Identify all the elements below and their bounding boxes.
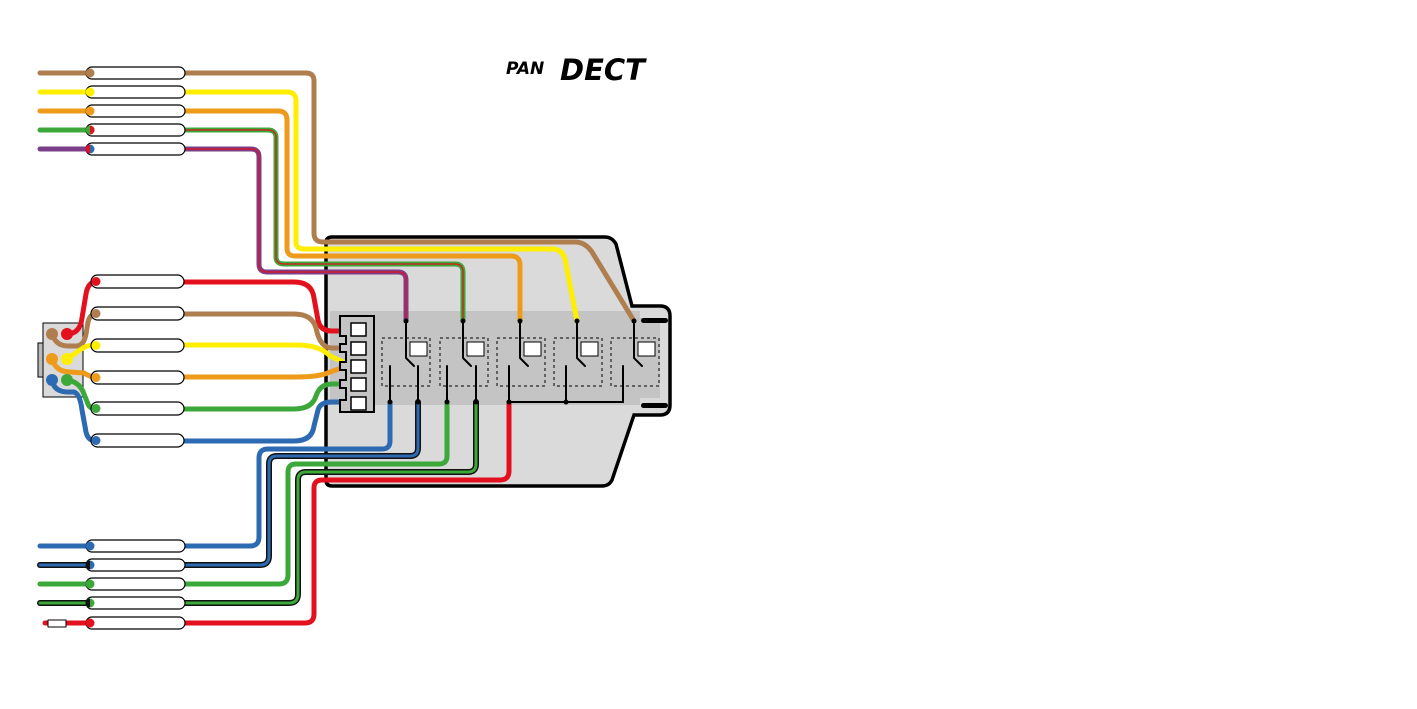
- label-brown-top: [86, 67, 186, 79]
- connector-wires: [52, 282, 348, 441]
- label-green-connector: [91, 402, 184, 415]
- label-red-connector: [91, 275, 184, 288]
- fuse: [48, 620, 66, 627]
- label-blue-connector: [91, 434, 184, 447]
- label-brown-connector: [91, 307, 184, 320]
- label-blue-bottom: [86, 540, 186, 552]
- label-yellow-connector: [91, 339, 184, 352]
- label-red-bottom: [86, 617, 186, 629]
- pandect-logo: PAN DECT: [506, 53, 647, 87]
- top-wire-labels: [86, 67, 186, 155]
- logo-text-pan: PAN: [506, 59, 544, 79]
- module-input-connector: [340, 316, 374, 412]
- label-green-red-top: [86, 124, 186, 136]
- bottom-wire-labels: [86, 540, 186, 629]
- label-blue-black-bottom: [86, 559, 186, 571]
- label-green-black-bottom: [86, 597, 186, 609]
- label-orange-top: [86, 105, 186, 117]
- label-yellow-top: [86, 86, 186, 98]
- label-green-bottom: [86, 578, 186, 590]
- logo-text-dect: DECT: [560, 53, 647, 87]
- label-orange-connector: [91, 371, 184, 384]
- label-violet-red-top: [86, 143, 186, 155]
- connector-wire-labels: [91, 275, 184, 447]
